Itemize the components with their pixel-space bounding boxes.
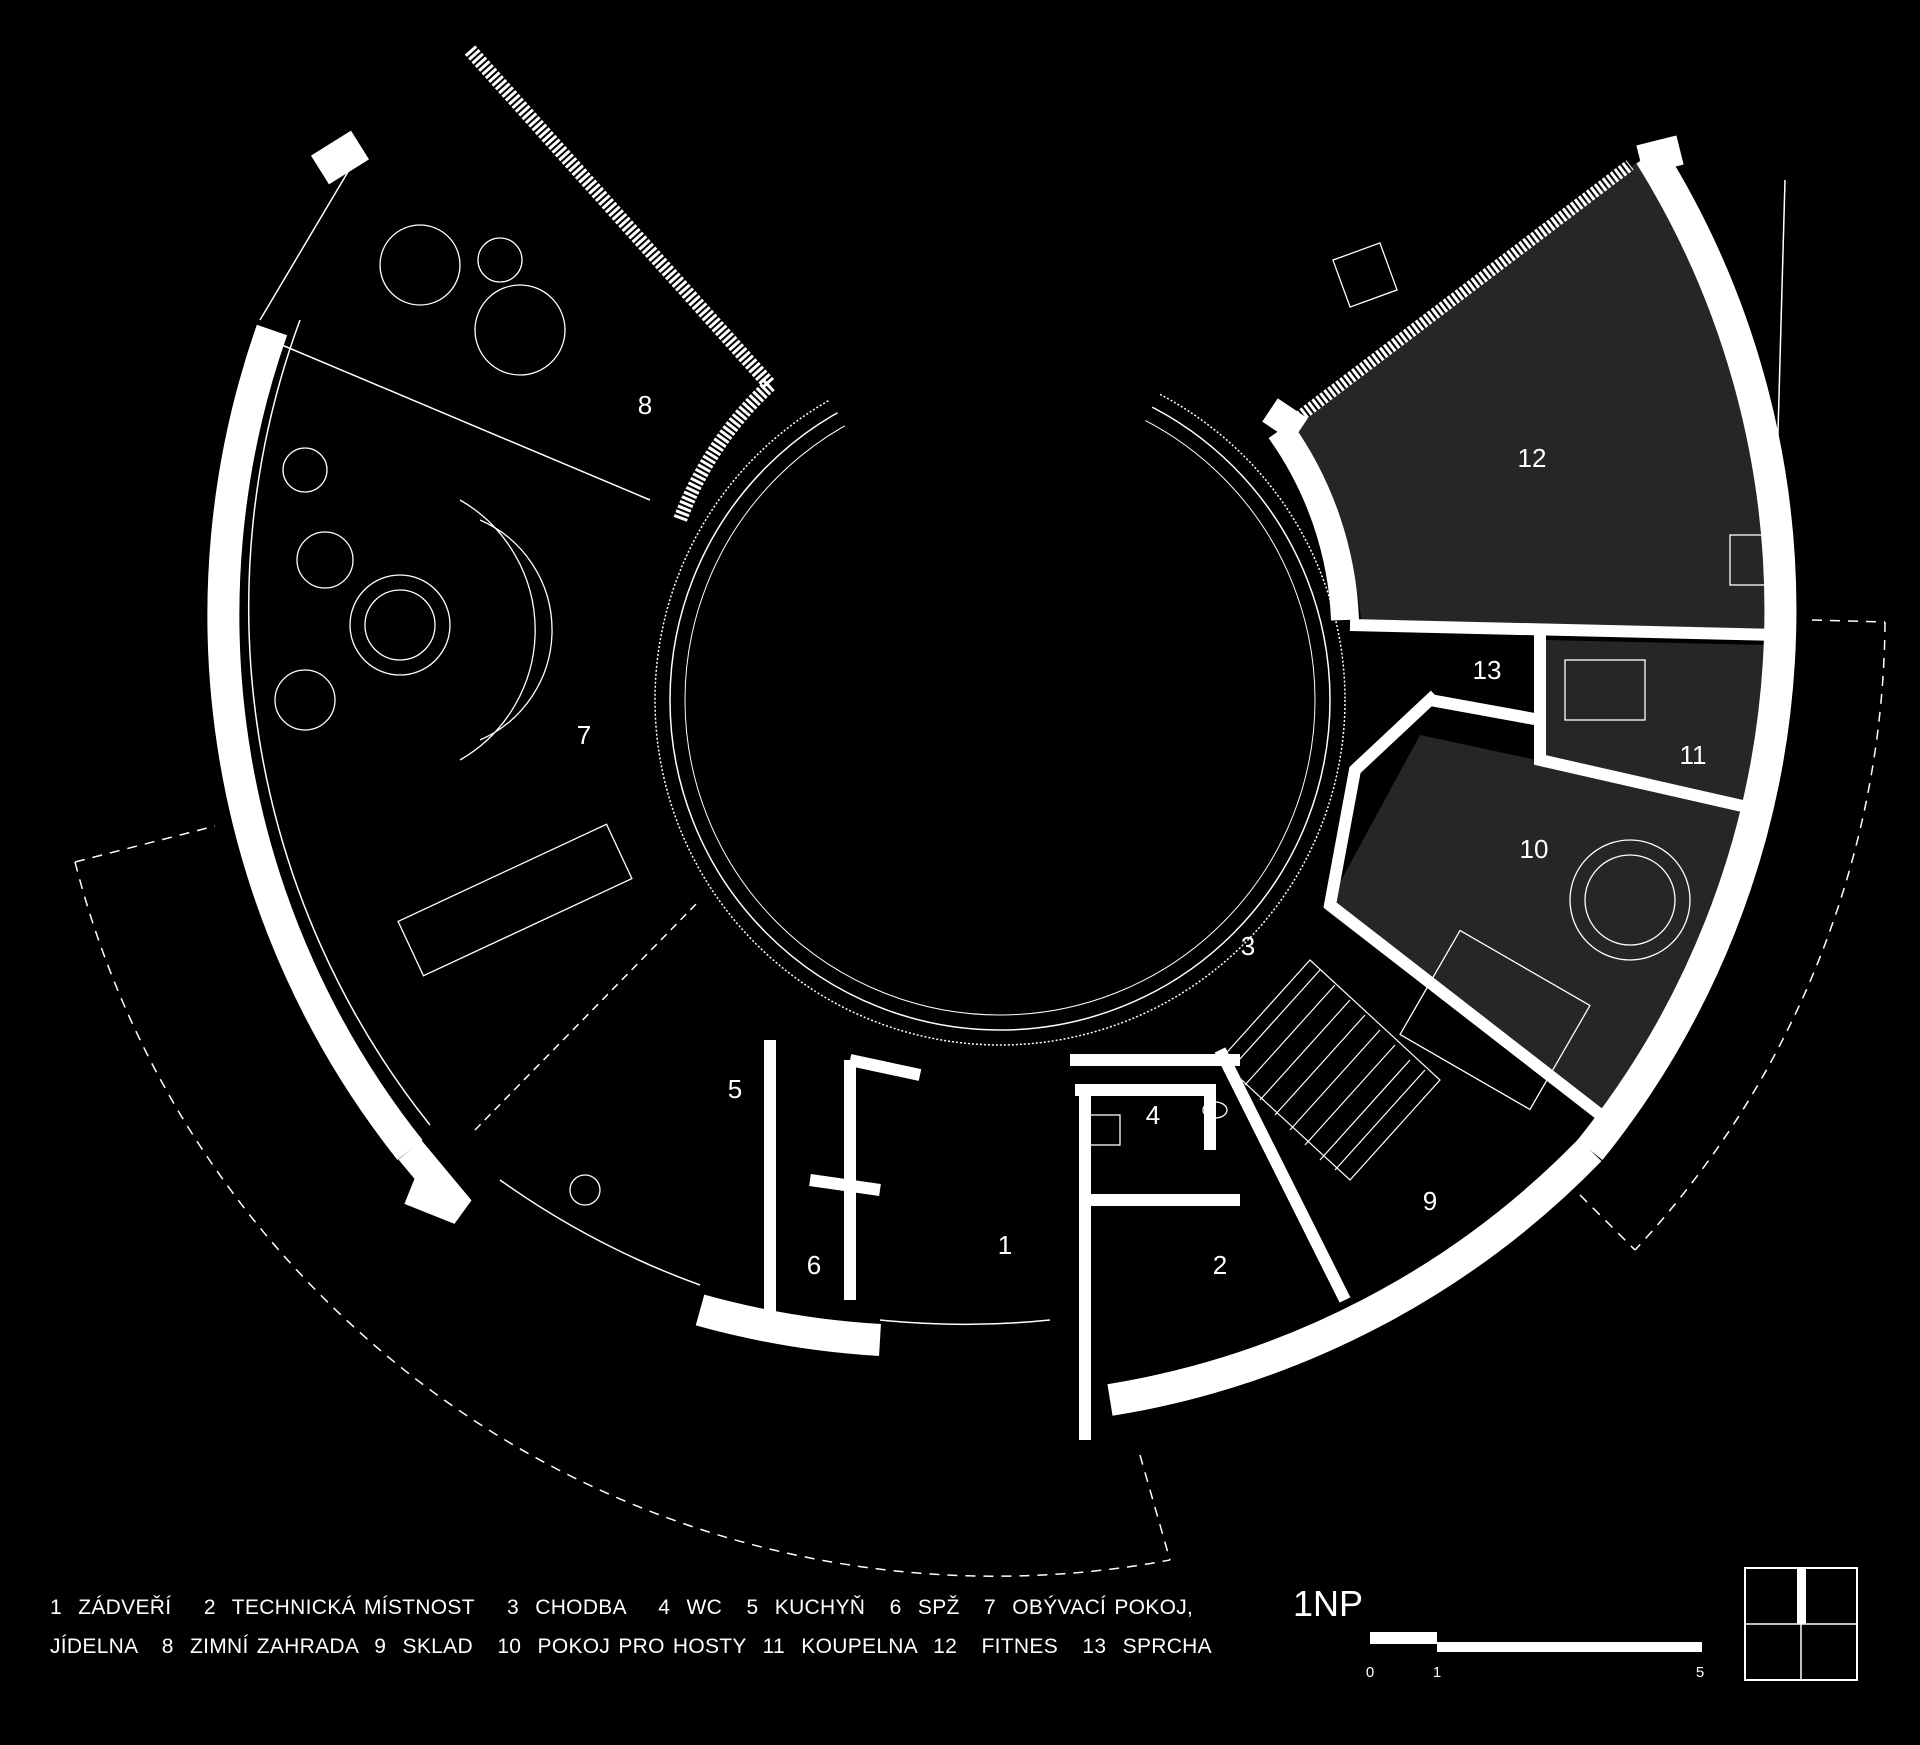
radial-walls bbox=[269, 45, 1634, 1131]
room-label-11: 11 bbox=[1680, 740, 1707, 770]
room-legend: 1 ZÁDVEŘÍ 2 TECHNICKÁ MÍSTNOST 3 CHODBA … bbox=[50, 1588, 1280, 1666]
scale-label-1: 1 bbox=[1433, 1664, 1441, 1681]
room-label-4: 4 bbox=[1146, 1100, 1160, 1130]
legend-line-2: JÍDELNA 8 ZIMNÍ ZAHRADA 9 SKLAD 10 POKOJ… bbox=[50, 1635, 1212, 1658]
interior-walls bbox=[764, 619, 1781, 1440]
north-orientation-icon bbox=[1744, 1567, 1858, 1681]
room-label-13: 13 bbox=[1473, 655, 1502, 685]
room-label-7: 7 bbox=[577, 720, 591, 750]
furniture bbox=[274, 224, 1771, 1206]
room-label-5: 5 bbox=[728, 1074, 742, 1104]
atrium-mask bbox=[700, 170, 1260, 700]
floor-title: 1NP bbox=[1293, 1583, 1364, 1624]
stairs bbox=[1219, 959, 1441, 1181]
room-label-3: 3 bbox=[1241, 931, 1255, 961]
room-labels: 1 2 3 4 5 6 7 8 9 10 11 12 13 bbox=[577, 390, 1707, 1280]
scale-label-0: 0 bbox=[1366, 1664, 1374, 1681]
scale-bar: 0 1 5 bbox=[1366, 1632, 1704, 1681]
room-label-10: 10 bbox=[1520, 834, 1549, 864]
room-label-2: 2 bbox=[1213, 1250, 1227, 1280]
room-label-8: 8 bbox=[638, 390, 652, 420]
terrace-outline bbox=[74, 619, 1886, 1577]
room-label-12: 12 bbox=[1518, 443, 1547, 473]
legend-line-1: 1 ZÁDVEŘÍ 2 TECHNICKÁ MÍSTNOST 3 CHODBA … bbox=[50, 1596, 1194, 1619]
room-label-9: 9 bbox=[1423, 1186, 1437, 1216]
room-label-6: 6 bbox=[807, 1250, 821, 1280]
scale-label-5: 5 bbox=[1696, 1664, 1704, 1681]
room-label-1: 1 bbox=[998, 1230, 1012, 1260]
exterior-walls bbox=[207, 130, 1797, 1416]
